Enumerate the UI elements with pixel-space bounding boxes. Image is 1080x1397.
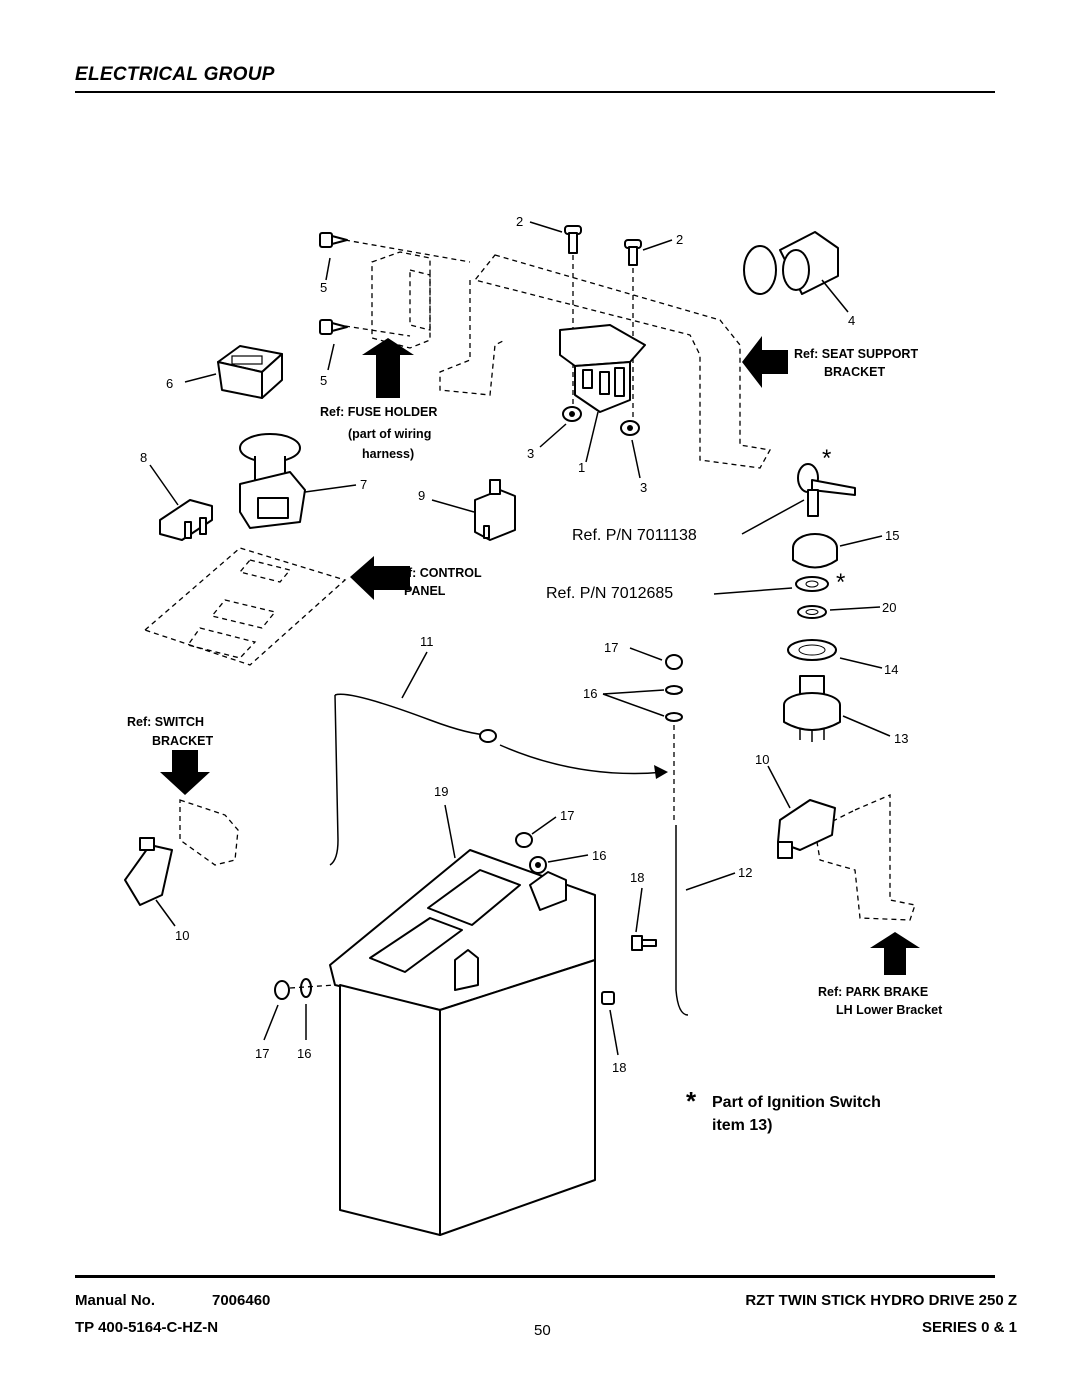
starter-solenoid xyxy=(559,324,646,413)
callout-2: 2 xyxy=(676,232,683,247)
hardware-stack xyxy=(665,654,683,820)
model-name: RZT TWIN STICK HYDRO DRIVE 250 Z xyxy=(745,1292,1017,1309)
callout-2: 2 xyxy=(516,214,523,229)
ref-pn-7011138: Ref. P/N 7011138 xyxy=(572,527,697,544)
note-asterisk: * xyxy=(686,1086,697,1116)
asterisk-key: * xyxy=(822,445,831,472)
callout-6: 6 xyxy=(166,376,173,391)
control-panel-arrow xyxy=(350,556,410,600)
seat-support-bracket xyxy=(344,239,772,469)
battery-washer-16 xyxy=(529,856,547,874)
nut-right xyxy=(620,420,640,436)
ignition-washer-20 xyxy=(797,605,827,619)
battery xyxy=(329,849,596,1236)
ignition-key xyxy=(797,463,856,517)
page-title: ELECTRICAL GROUP xyxy=(75,64,275,85)
ref-park-brake: Ref: PARK BRAKE xyxy=(818,985,928,999)
callout-17: 17 xyxy=(604,640,618,655)
ignition-note: * Part of Ignition Switch item 13) xyxy=(686,1086,881,1134)
ignition-cap xyxy=(792,533,838,569)
control-panel-ref xyxy=(143,547,410,666)
manual-number: 7006460 xyxy=(212,1292,271,1309)
callout-16: 16 xyxy=(592,848,606,863)
ignition-nut xyxy=(795,576,829,592)
ref-seat-support: Ref: SEAT SUPPORT xyxy=(794,347,918,361)
callout-19: 19 xyxy=(434,784,448,799)
callout-20: 20 xyxy=(882,600,896,615)
ref-fuse-holder-3: harness) xyxy=(362,447,414,461)
callout-10: 10 xyxy=(175,928,189,943)
ignition-switch xyxy=(783,675,841,742)
callout-13: 13 xyxy=(894,731,908,746)
callout-8: 8 xyxy=(140,450,147,465)
pto-switch xyxy=(239,433,306,529)
screw-lower xyxy=(319,319,348,335)
switch-bracket-ref xyxy=(160,750,239,866)
battery-bolt-18-upper xyxy=(631,935,657,951)
callout-3: 3 xyxy=(527,446,534,461)
connector-plug xyxy=(743,231,839,295)
callout-numbers: 2 2 5 5 6 4 3 1 3 7 8 9 15 20 14 13 17 1… xyxy=(140,214,908,1075)
fuse-holder-ref xyxy=(362,251,431,398)
callout-1: 1 xyxy=(578,460,585,475)
reference-labels: Ref: SEAT SUPPORT BRACKET Ref: FUSE HOLD… xyxy=(127,347,943,1017)
battery-bolt-18-lower xyxy=(601,991,615,1005)
battery-cable-positive xyxy=(675,825,689,1016)
ref-park-brake-2: LH Lower Bracket xyxy=(836,1003,943,1017)
screw-upper xyxy=(319,232,348,248)
footer-rule xyxy=(75,1275,995,1278)
header-rule xyxy=(75,91,995,93)
callout-9: 9 xyxy=(418,488,425,503)
park-brake-bracket-ref xyxy=(814,794,920,975)
battery-cable-negative xyxy=(329,693,668,866)
ref-fuse-holder: Ref: FUSE HOLDER xyxy=(320,405,437,419)
ref-switch-bracket-2: BRACKET xyxy=(152,734,213,748)
carriage-bolt-left xyxy=(564,225,582,410)
park-brake-arrow xyxy=(870,932,920,975)
callout-3: 3 xyxy=(640,480,647,495)
note-line-1: Part of Ignition Switch xyxy=(712,1094,881,1111)
callout-17: 17 xyxy=(560,808,574,823)
ref-control-panel-2: PANEL xyxy=(404,584,446,598)
callout-18: 18 xyxy=(630,870,644,885)
callout-14: 14 xyxy=(884,662,898,677)
battery-nut-17 xyxy=(515,832,533,848)
page-number: 50 xyxy=(534,1322,551,1339)
ref-seat-support-2: BRACKET xyxy=(824,365,885,379)
series: SERIES 0 & 1 xyxy=(921,1319,1017,1336)
terminal-nut-17 xyxy=(274,980,290,1000)
callout-5: 5 xyxy=(320,280,327,295)
callout-7: 7 xyxy=(360,477,367,492)
nut-left xyxy=(562,406,582,422)
leader-lines xyxy=(149,221,891,1056)
ref-pn-7012685: Ref. P/N 7012685 xyxy=(546,585,673,602)
note-line-2: item 13) xyxy=(712,1117,772,1134)
callout-10: 10 xyxy=(755,752,769,767)
callout-4: 4 xyxy=(848,313,855,328)
terminal-washer-16 xyxy=(300,978,312,998)
callout-17: 17 xyxy=(255,1046,269,1061)
hour-meter xyxy=(217,345,283,399)
ignition-washer-14 xyxy=(787,639,837,661)
callout-18: 18 xyxy=(612,1060,626,1075)
asterisk-nut: * xyxy=(836,569,845,596)
switch-cover xyxy=(159,499,213,541)
callout-12: 12 xyxy=(738,865,752,880)
brake-switch-right xyxy=(777,799,836,859)
callout-11: 11 xyxy=(420,634,434,649)
seat-support-arrow xyxy=(742,336,788,388)
callout-5: 5 xyxy=(320,373,327,388)
callout-16: 16 xyxy=(583,686,597,701)
ref-switch-bracket: Ref: SWITCH xyxy=(127,715,204,729)
ref-fuse-holder-2: (part of wiring xyxy=(348,427,431,441)
tp-number: TP 400-5164-C-HZ-N xyxy=(75,1319,219,1336)
interlock-switch xyxy=(474,479,516,541)
brake-switch-left xyxy=(124,837,173,906)
callout-15: 15 xyxy=(885,528,899,543)
callout-16: 16 xyxy=(297,1046,311,1061)
switch-bracket-arrow xyxy=(160,750,210,795)
ref-control-panel: Ref: CONTROL xyxy=(392,566,482,580)
manual-label: Manual No. xyxy=(75,1292,156,1309)
